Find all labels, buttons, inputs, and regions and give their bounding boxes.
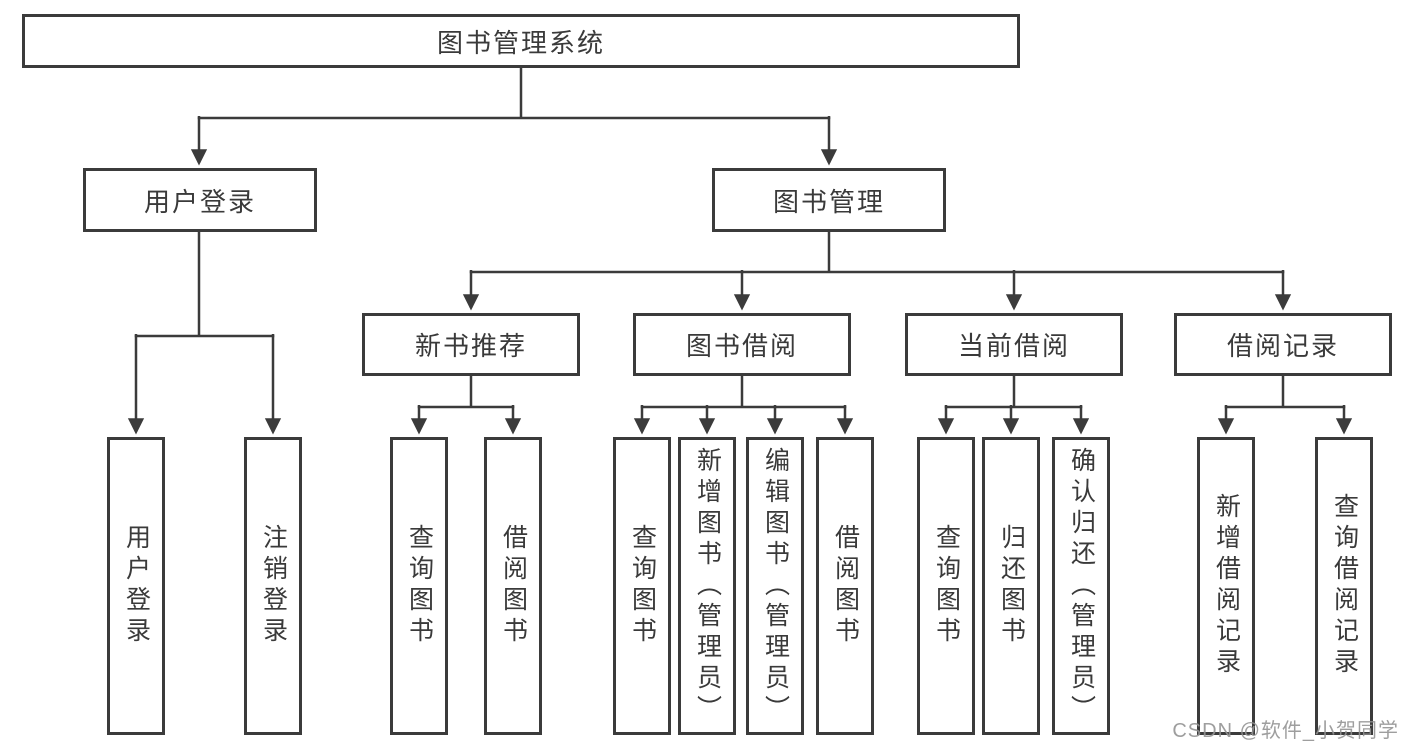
watermark-csdn: CSDN @软件_小贺同学 <box>1172 720 1399 742</box>
leaf-query-borrow-record-label: 查询借阅记录 <box>1330 493 1359 679</box>
leaf-add-books-admin: 新增图书（管理员） <box>678 437 736 735</box>
leaf-recommend-query-books-label: 查询图书 <box>405 524 434 648</box>
leaf-recommend-borrow-books: 借阅图书 <box>484 437 542 735</box>
leaf-user-login: 用户登录 <box>107 437 165 735</box>
node-current-borrowing: 当前借阅 <box>905 313 1123 376</box>
leaf-add-books-admin-label: 新增图书（管理员） <box>693 446 722 726</box>
leaf-return-books: 归还图书 <box>982 437 1040 735</box>
leaf-user-login-label: 用户登录 <box>122 524 151 648</box>
leaf-borrow-books-label: 借阅图书 <box>831 524 860 648</box>
node-book-management: 图书管理 <box>712 168 946 232</box>
leaf-add-borrow-record-label: 新增借阅记录 <box>1212 493 1241 679</box>
leaf-return-books-label: 归还图书 <box>997 524 1026 648</box>
node-book-borrowing: 图书借阅 <box>633 313 851 376</box>
leaf-query-borrow-record: 查询借阅记录 <box>1315 437 1373 735</box>
leaf-borrow-query-books-label: 查询图书 <box>628 524 657 648</box>
node-new-book-recommendation: 新书推荐 <box>362 313 580 376</box>
leaf-add-borrow-record: 新增借阅记录 <box>1197 437 1255 735</box>
leaf-borrow-query-books: 查询图书 <box>613 437 671 735</box>
leaf-confirm-return-admin: 确认归还（管理员） <box>1052 437 1110 735</box>
leaf-logout: 注销登录 <box>244 437 302 735</box>
leaf-confirm-return-admin-label: 确认归还（管理员） <box>1067 446 1096 726</box>
leaf-recommend-query-books: 查询图书 <box>390 437 448 735</box>
leaf-edit-books-admin: 编辑图书（管理员） <box>746 437 804 735</box>
leaf-borrow-books: 借阅图书 <box>816 437 874 735</box>
node-borrowing-records: 借阅记录 <box>1174 313 1392 376</box>
leaf-current-query-books-label: 查询图书 <box>932 524 961 648</box>
node-library-management-system: 图书管理系统 <box>22 14 1020 68</box>
leaf-recommend-borrow-books-label: 借阅图书 <box>499 524 528 648</box>
leaf-current-query-books: 查询图书 <box>917 437 975 735</box>
node-user-login: 用户登录 <box>83 168 317 232</box>
leaf-logout-label: 注销登录 <box>259 524 288 648</box>
leaf-edit-books-admin-label: 编辑图书（管理员） <box>761 446 790 726</box>
